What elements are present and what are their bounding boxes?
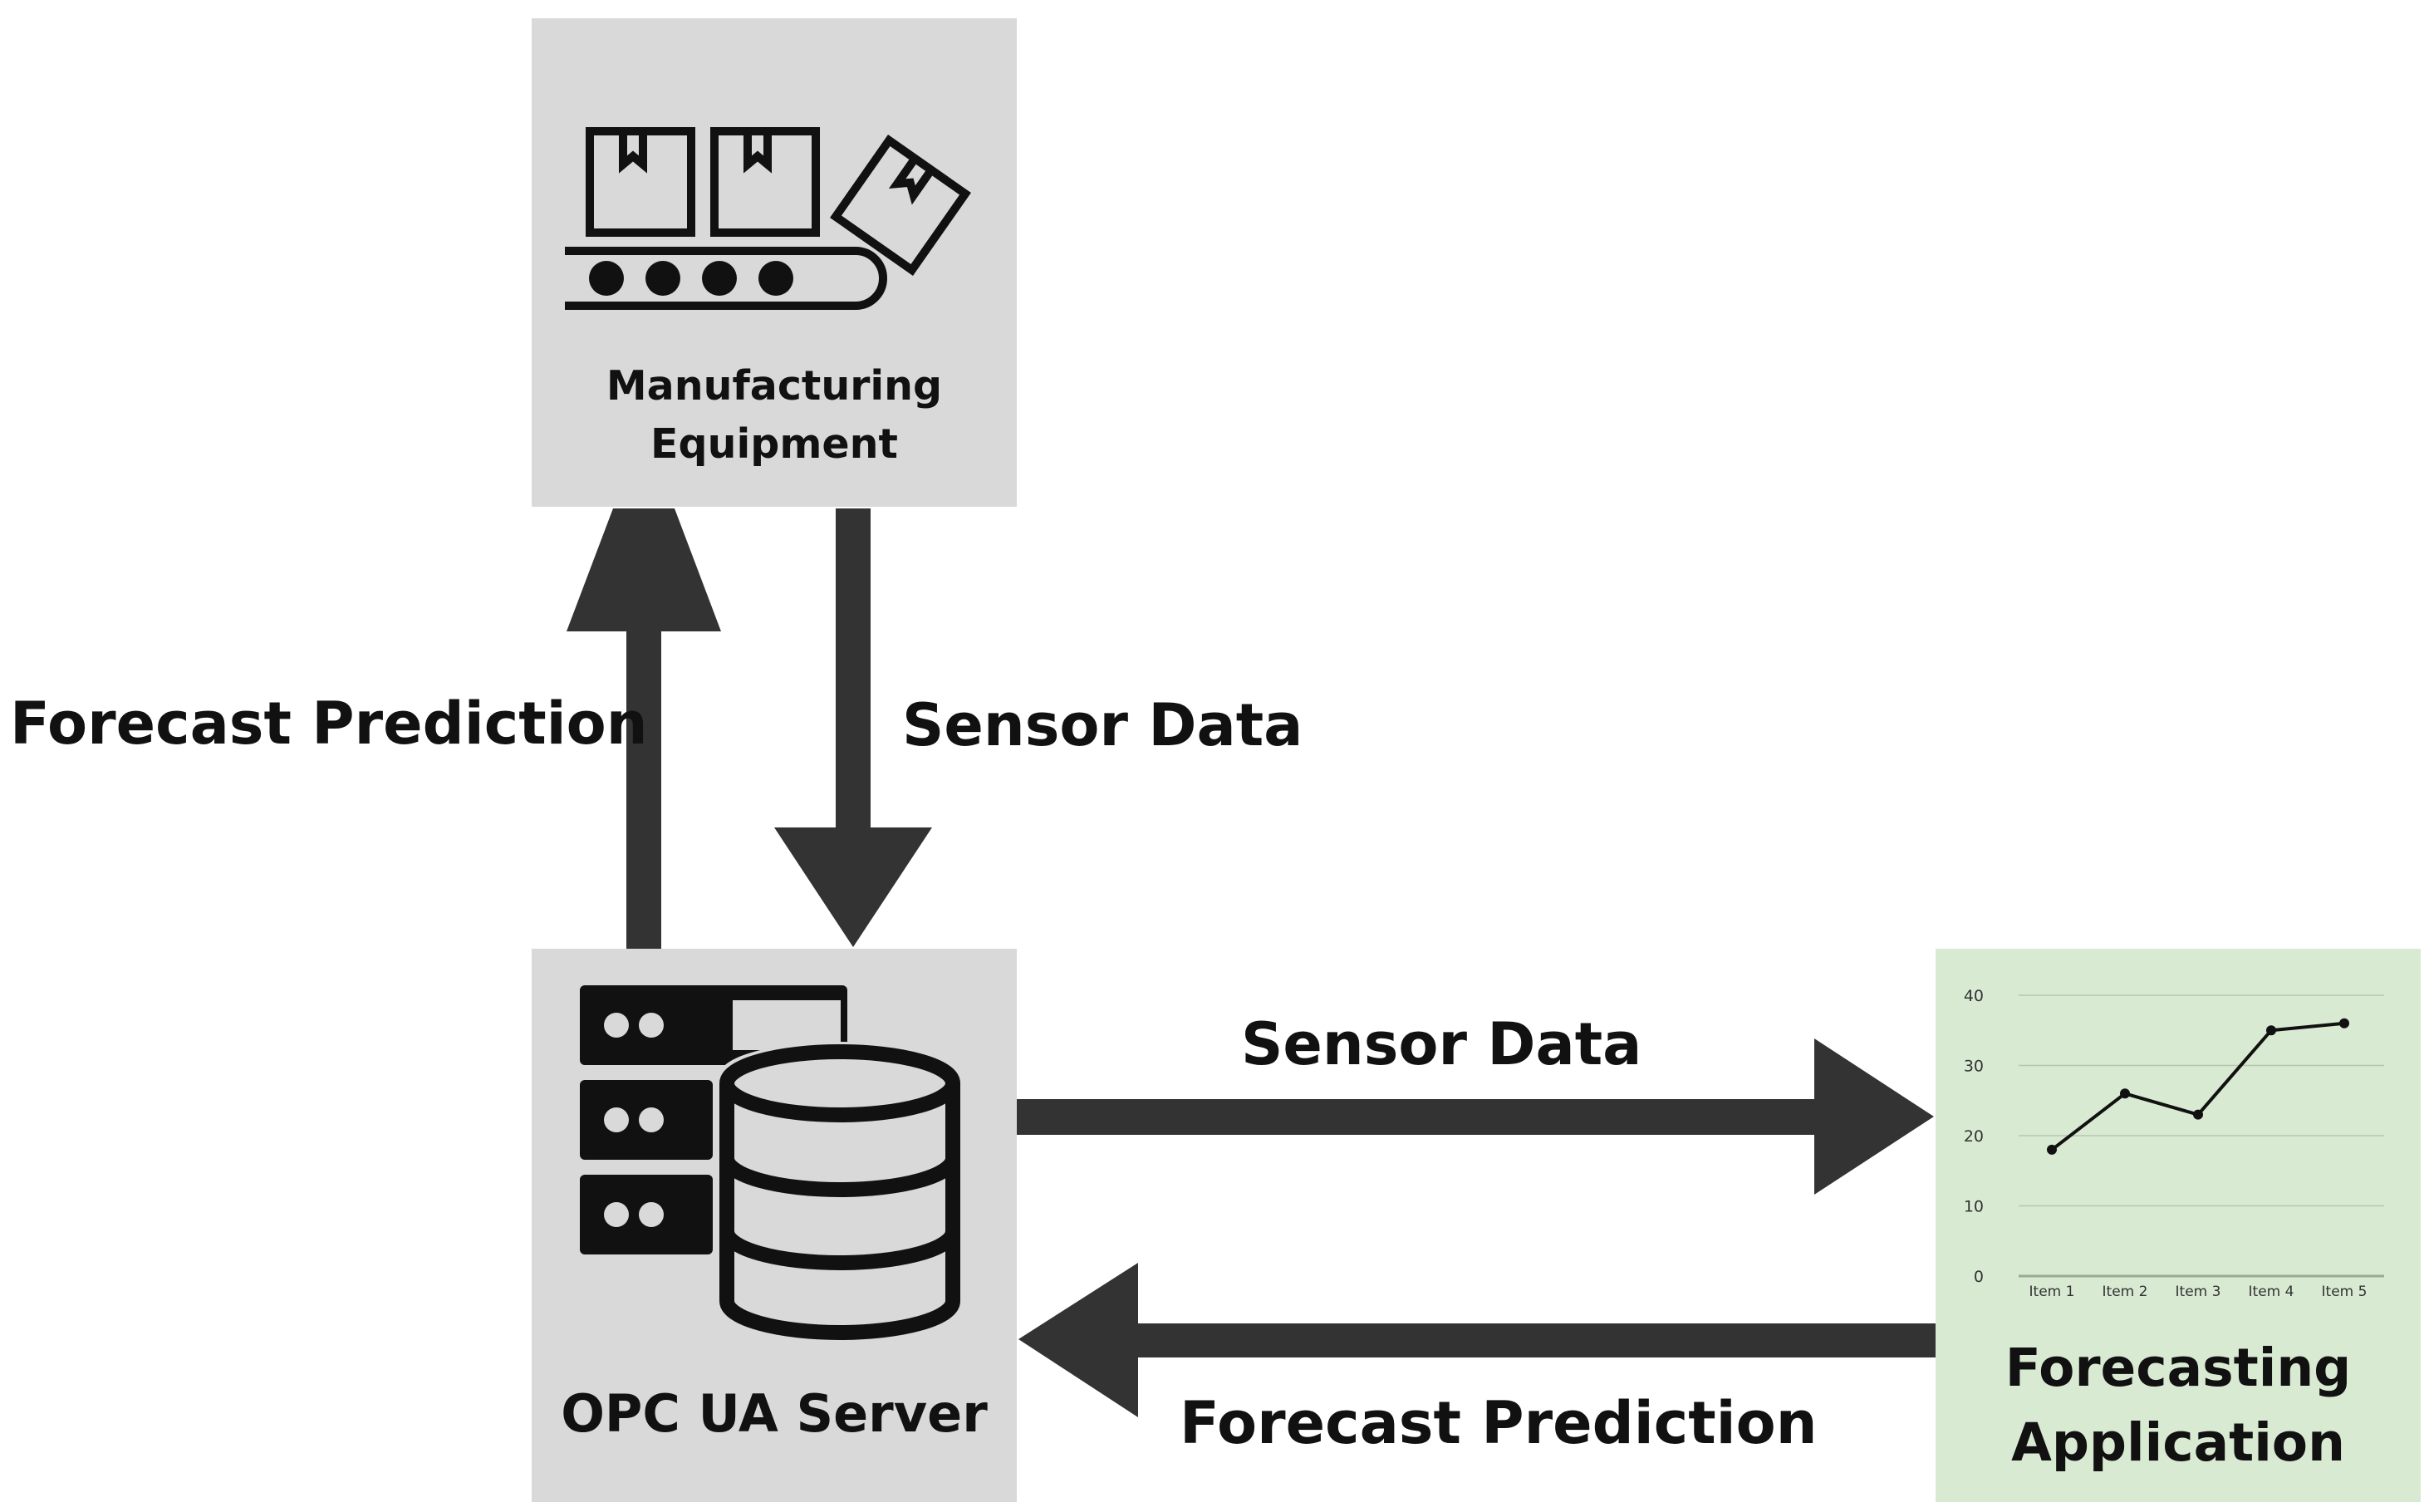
forecasting-title-line2: Application: [2011, 1412, 2345, 1473]
arrow-sensor-right: [1017, 1038, 1934, 1195]
label-forecast-prediction-left: Forecast Prediction: [1180, 1389, 1818, 1457]
equipment-title: Manufacturing Equipment: [532, 357, 1017, 474]
chart-y-tick-label: 30: [1964, 1058, 1984, 1076]
chart-x-tick-label: Item 5: [2322, 1284, 2368, 1300]
label-forecast-prediction-up: Forecast Prediction: [10, 690, 648, 758]
node-manufacturing-equipment: Manufacturing Equipment: [532, 18, 1017, 507]
chart-x-tick-label: Item 4: [2249, 1284, 2294, 1300]
equipment-title-line1: Manufacturing: [606, 362, 943, 410]
chart-y-tick-label: 20: [1964, 1127, 1984, 1146]
arrow-forecast-left: [1018, 1263, 1936, 1417]
chart-series-line: [2050, 1021, 2345, 1151]
label-sensor-data-right: Sensor Data: [1241, 1010, 1642, 1078]
chart-data-point: [2339, 1018, 2349, 1028]
server-title: OPC UA Server: [561, 1383, 988, 1444]
chart-y-tick-label: 40: [1964, 987, 1984, 1005]
chart-data-point: [2266, 1025, 2276, 1036]
chart-x-tick-label: Item 3: [2176, 1284, 2221, 1300]
forecasting-title-line1: Forecasting: [2005, 1338, 2352, 1398]
chart-data-point: [2047, 1144, 2057, 1155]
forecasting-title: Forecasting Application: [1936, 1331, 2421, 1480]
node-opc-ua-server: OPC UA Server: [532, 949, 1017, 1502]
chart-y-tick-label: 0: [1974, 1268, 1984, 1286]
chart-data-point: [2193, 1109, 2203, 1120]
database-server-icon: [580, 985, 960, 1340]
chart-x-tick-label: Item 2: [2103, 1284, 2148, 1300]
chart-data-point: [2120, 1088, 2130, 1099]
arrow-forecast-up: [567, 508, 721, 949]
chart-x-tick-label: Item 1: [2029, 1284, 2075, 1300]
conveyor-belt-icon: [565, 127, 971, 310]
arrow-sensor-down: [774, 508, 932, 947]
label-sensor-data-down: Sensor Data: [902, 691, 1303, 759]
chart-y-tick-label: 10: [1964, 1198, 1984, 1216]
equipment-title-line2: Equipment: [650, 420, 898, 468]
